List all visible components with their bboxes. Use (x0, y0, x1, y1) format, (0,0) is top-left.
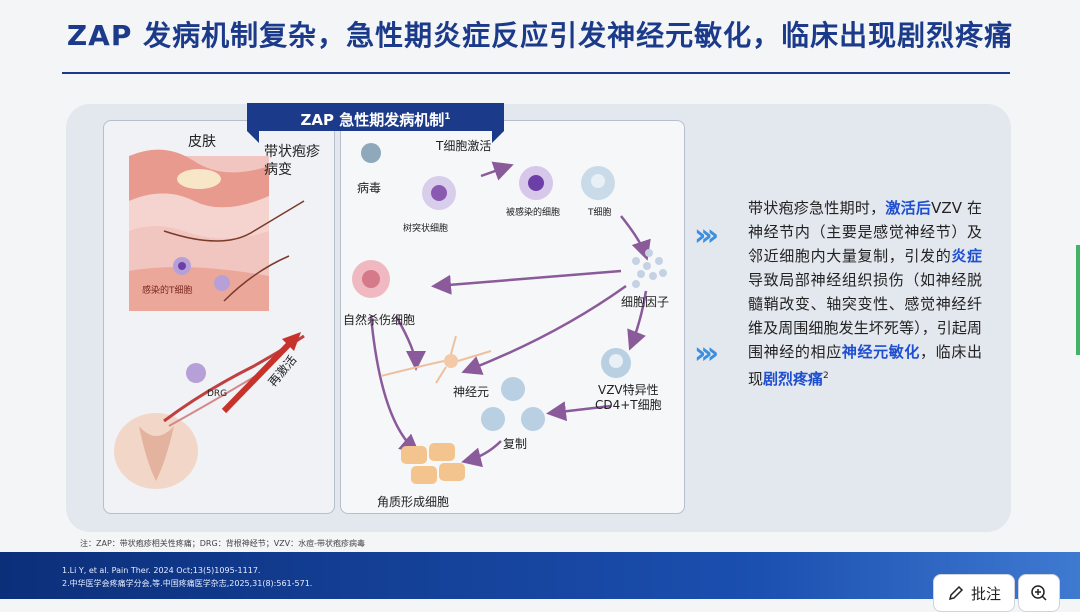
skin-drg-panel: 皮肤 带状疱疹 病变 感染的T细胞 DRG 再激活 (103, 120, 335, 514)
title-divider (62, 72, 1010, 74)
label-nk: 自然杀伤细胞 (343, 313, 416, 327)
desc-part: 导致局部神经组织损伤（如神经脱髓鞘改变、轴突变性、感觉神经纤维及周围细胞发生坏死… (748, 271, 982, 361)
description-text: 带状疱疹急性期时，激活后VZV 在神经节内（主要是感觉神经节）及邻近细胞内大量复… (748, 196, 982, 391)
label-infected-t-skin: 感染的T细胞 (142, 286, 193, 296)
desc-part: ，临床出现 (748, 343, 982, 388)
reference-1: 1.Li Y, et al. Pain Ther. 2024 Oct;13(5)… (62, 566, 261, 575)
annotate-button[interactable]: 批注 (933, 574, 1015, 612)
label-herpes-lesion: 带状疱疹 病变 (264, 144, 320, 178)
footer-bar (0, 552, 1080, 599)
section-tab-ref: 1 (444, 112, 451, 122)
reference-2: 2.中华医学会疼痛学分会,等.中国疼痛医学杂志,2025,31(8):561-5… (62, 579, 313, 588)
section-tab-label: ZAP 急性期发病机制 (300, 111, 445, 129)
desc-highlight: 激活后 (885, 199, 932, 217)
zoom-button[interactable] (1018, 574, 1060, 612)
desc-highlight: 炎症 (951, 247, 982, 265)
label-neuron: 神经元 (453, 385, 490, 399)
desc-part: VZV 在神经节内（主要是感觉神经节）及邻近细胞内大量复制，引发的 (748, 199, 982, 265)
label-skin: 皮肤 (188, 134, 216, 150)
tab-corner-right (492, 131, 504, 143)
skin-drg-illustration (114, 149, 305, 489)
chevron-right-icon: ››› (694, 336, 719, 371)
label-t-cell: T细胞 (588, 208, 612, 218)
annotate-button-label: 批注 (970, 584, 1001, 603)
label-keratinocyte: 角质形成细胞 (377, 495, 450, 509)
desc-highlight: 神经元敏化 (841, 343, 921, 361)
section-tab: ZAP 急性期发病机制1 (247, 103, 504, 131)
label-t-activation: T细胞激活 (436, 139, 492, 153)
zoom-in-icon (1031, 585, 1047, 601)
label-cytokine: 细胞因子 (621, 295, 670, 309)
tab-corner-left (247, 131, 259, 143)
desc-ref: 2 (823, 371, 829, 381)
scroll-indicator (1076, 245, 1080, 355)
mechanism-arrows (352, 143, 667, 484)
label-replication: 复制 (503, 437, 528, 451)
label-virus: 病毒 (357, 181, 382, 195)
label-vzv-cd4: VZV特异性 CD4+T细胞 (595, 383, 662, 412)
chevron-right-icon: ››› (694, 218, 719, 253)
mechanism-panel: T细胞激活 病毒 树突状细胞 被感染的细胞 T细胞 细胞因子 自然杀伤细胞 神经… (340, 120, 685, 514)
pencil-icon (948, 585, 964, 601)
label-drg: DRG (207, 389, 228, 399)
page-title: ZAP 发病机制复杂，急性期炎症反应引发神经元敏化，临床出现剧烈疼痛 (66, 19, 1014, 52)
desc-part: 带状疱疹急性期时， (748, 199, 886, 217)
label-dendritic: 树突状细胞 (403, 224, 449, 234)
footnote: 注：ZAP：带状疱疹相关性疼痛；DRG：背根神经节；VZV：水痘-带状疱疹病毒 (80, 539, 366, 548)
desc-highlight: 剧烈疼痛 (763, 370, 824, 388)
label-infected-cell: 被感染的细胞 (506, 208, 561, 218)
